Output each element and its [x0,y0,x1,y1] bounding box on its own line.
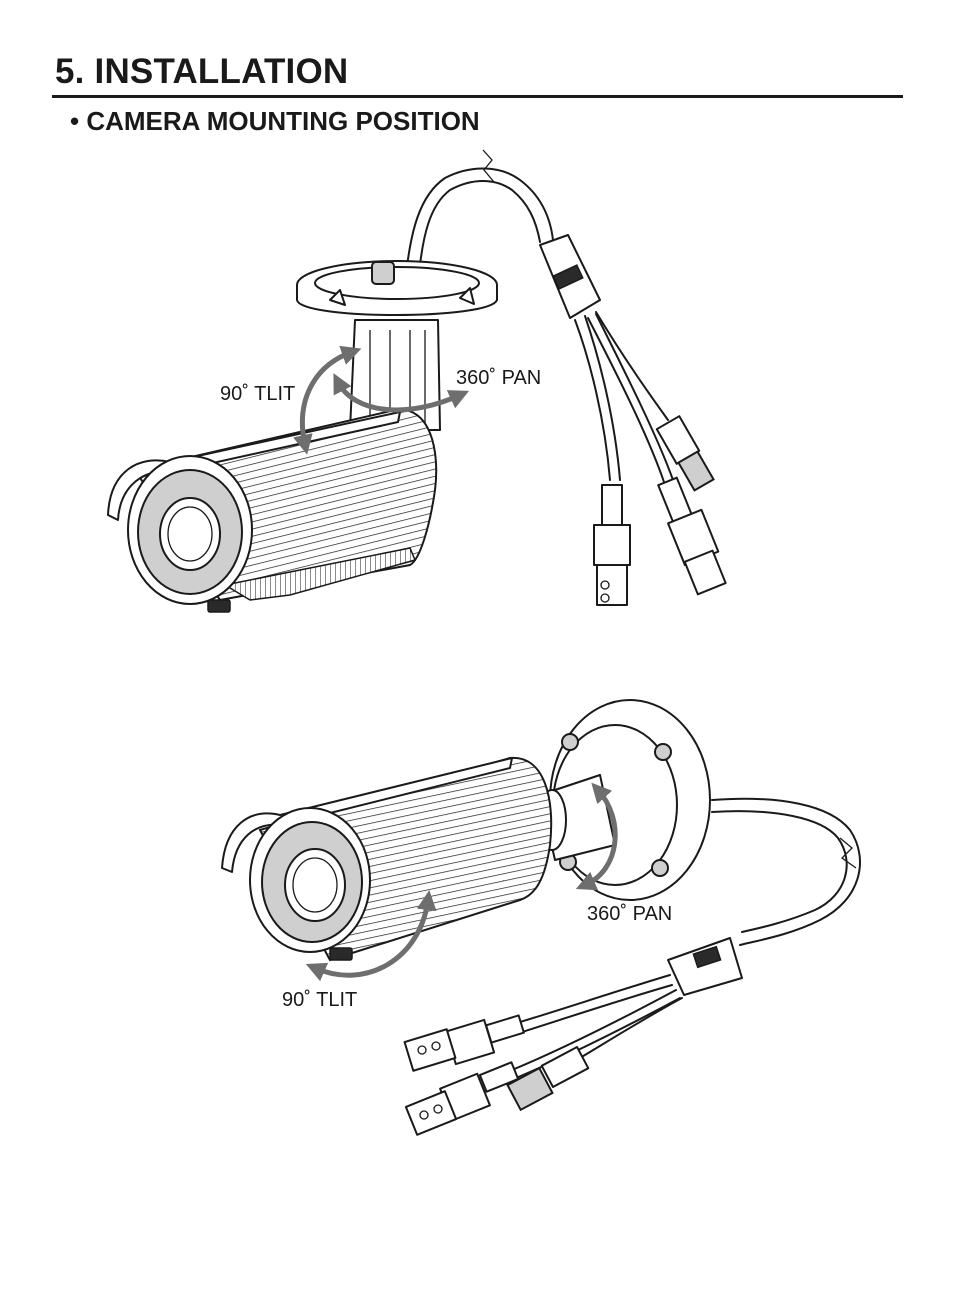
mount-screw-icon [371,261,395,285]
ceiling-mount-illustration: 90˚ TLIT 360˚ PAN [107,149,727,613]
cable [711,797,861,946]
adjust-screw-icon [329,947,353,961]
bnc-connector [540,1046,590,1088]
lens-icon [159,497,221,571]
wall-mount-illustration: 360˚ PAN 90˚ TLIT [221,699,861,1136]
section-title: 5. INSTALLATION [55,52,349,91]
wall-screw-icon [561,733,579,751]
tilt-arrow-icon [305,890,437,982]
pan-label: 360˚ PAN [456,367,541,389]
adjust-screw-icon [207,599,231,613]
subsection-title: • CAMERA MOUNTING POSITION [70,106,480,136]
cable-break-icon [839,837,857,869]
sun-shield [221,757,513,873]
cable-break-icon [482,149,495,183]
cable-splitter [667,937,743,996]
title-divider [52,95,903,98]
pan-label: 360˚ PAN [587,903,672,925]
tilt-label: 90˚ TLIT [282,989,357,1011]
pan-arrow-icon [575,782,618,891]
lens-icon [284,848,346,922]
tilt-label: 90˚ TLIT [220,383,295,405]
pan-arrow-icon [333,373,470,413]
tilt-arrow-icon [293,345,362,455]
cable [404,167,554,286]
power-plug [593,524,631,566]
